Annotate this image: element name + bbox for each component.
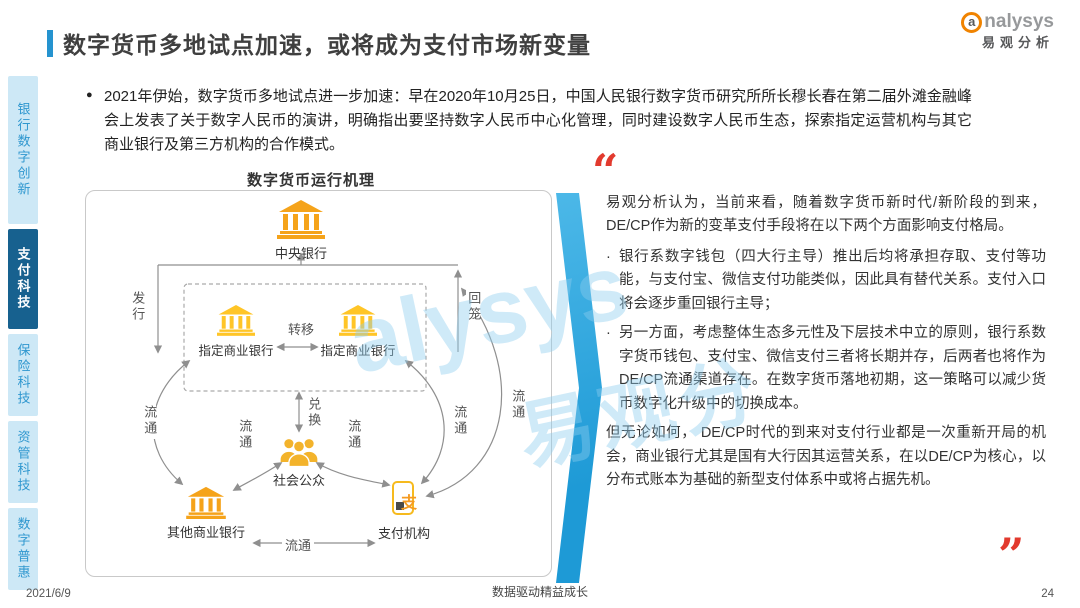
payment-org-icon: 支: [392, 481, 417, 515]
payment-org-label: 支付机构: [377, 526, 430, 541]
analysis-panel: 易观分析认为，当前来看，随着数字货币新时代/新阶段的到来，DE/CP作为新的变革…: [606, 192, 1046, 500]
sidebar-item-digital-inclusion[interactable]: 数字普惠: [8, 508, 38, 590]
edge-label-circulate-far-right: 流通: [510, 387, 526, 423]
diagram-arrows: [152, 252, 503, 548]
logo-a-icon: a: [961, 12, 983, 33]
designated-bank-right-label: 指定商业银行: [320, 344, 396, 358]
footer-slogan: 数据驱动精益成长: [491, 585, 588, 599]
other-bank-icon: [186, 486, 226, 519]
intro-paragraph: 2021年伊始，数字货币多地试点进一步加速：早在2020年10月25日，中国人民…: [104, 88, 972, 153]
logo-chinese-name: 易观分析: [981, 35, 1054, 50]
designated-bank-left-label: 指定商业银行: [198, 344, 274, 358]
analysis-bullet-1: · 银行系数字钱包（四大行主导）推出后均将承担存取、支付等功能，与支付宝、微信支…: [606, 246, 1046, 316]
public-icon: [277, 435, 321, 467]
edge-label-circulate-right-inner: 流通: [346, 417, 362, 453]
other-bank-label: 其他商业银行: [166, 525, 245, 540]
edge-label-exchange: 兑换: [306, 395, 322, 431]
analysis-intro: 易观分析认为，当前来看，随着数字货币新时代/新阶段的到来，DE/CP作为新的变革…: [606, 195, 1046, 235]
central-bank-icon: [277, 199, 325, 239]
public-label: 社会公众: [272, 473, 325, 488]
analysis-bullet-2: · 另一方面，考虑整体生态多元性及下层技术中立的原则，银行系数字货币钱包、支付宝…: [606, 322, 1046, 416]
sidebar: 银行数字创新 支付科技 保险科技 资管科技 数字普惠: [8, 76, 38, 590]
bullet-dot-icon: ●: [86, 89, 93, 101]
close-quote-icon: ”: [998, 528, 1025, 582]
bullet-marker: ·: [606, 325, 611, 342]
pay-character: 支: [400, 495, 417, 512]
sidebar-item-insurance-tech[interactable]: 保险科技: [8, 334, 38, 416]
analysis-conclusion: 但无论如何， DE/CP时代的到来对支付行业都是一次重新开局的机会，商业银行尤其…: [606, 425, 1046, 489]
edge-label-transfer: 转移: [282, 319, 320, 338]
sidebar-item-payment-tech[interactable]: 支付科技: [8, 229, 38, 329]
sidebar-item-bank-digital-innovation[interactable]: 银行数字创新: [8, 76, 38, 224]
logo-brand-text: nalysys: [984, 11, 1054, 33]
edge-label-recall: 回笼: [466, 289, 482, 325]
analysis-bullet-1-text: 银行系数字钱包（四大行主导）推出后均将承担存取、支付等功能，与支付宝、微信支付功…: [619, 248, 1046, 312]
edge-label-circulate-right-outer: 流通: [452, 403, 468, 439]
footer-date: 2021/6/9: [26, 588, 71, 600]
chevron-arrow-icon: [556, 193, 602, 583]
sidebar-item-asset-mgmt-tech[interactable]: 资管科技: [8, 421, 38, 503]
qr-code-icon: [396, 502, 404, 510]
edge-label-circulate-left-outer: 流通: [142, 403, 158, 439]
edge-label-issue: 发行: [130, 289, 146, 325]
logo-wordmark: a nalysys: [961, 11, 1054, 33]
edge-label-circulate-bottom: 流通: [282, 535, 315, 554]
footer-page-number: 24: [1041, 588, 1054, 600]
edge-label-circulate-left-inner: 流通: [237, 417, 253, 453]
diagram-title: 数字货币运行机理: [236, 169, 386, 190]
page-title: 数字货币多地试点加速，或将成为支付市场新变量: [63, 32, 591, 58]
bullet-marker: ·: [606, 248, 611, 265]
dcep-operation-diagram: 数字货币运行机理: [85, 169, 552, 577]
title-accent-bar: [47, 30, 53, 57]
analysis-bullet-2-text: 另一方面，考虑整体生态多元性及下层技术中立的原则，银行系数字货币钱包、支付宝、微…: [619, 325, 1046, 412]
designated-bank-right-icon: [339, 304, 377, 336]
central-bank-label: 中央银行: [274, 246, 327, 261]
open-quote-icon: “: [592, 144, 619, 198]
analysys-logo: a nalysys 易观分析: [961, 11, 1054, 50]
designated-bank-left-icon: [217, 304, 255, 336]
